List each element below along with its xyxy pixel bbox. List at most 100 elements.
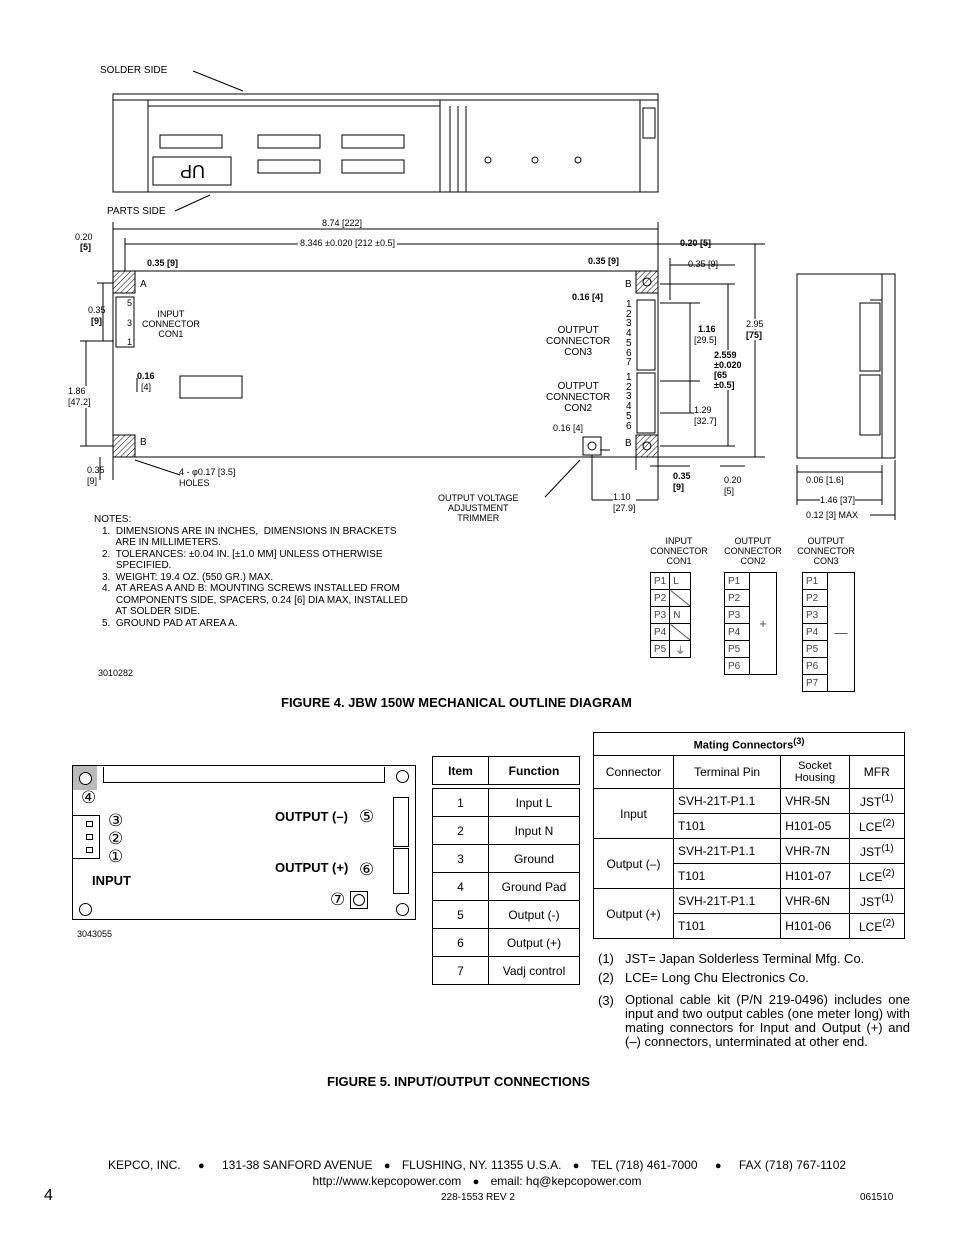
- note-line: 3. WEIGHT: 19.4 OZ. (550 GR.) MAX.: [102, 571, 274, 583]
- note-line: 2. TOLERANCES: ±0.04 IN. [±1.0 MM] UNLES…: [102, 548, 383, 560]
- output-plus-label: OUTPUT (+): [275, 860, 349, 875]
- dim-0-16-4: 0.16 [4]: [572, 292, 604, 302]
- item-cell: 5: [432, 900, 489, 929]
- mfr-sup: (1): [881, 843, 894, 854]
- item-cell: 7: [432, 956, 489, 985]
- col-mfr: MFR: [848, 755, 906, 789]
- function-cell: Ground Pad: [488, 872, 580, 901]
- drawing-number-fig4: 3010282: [98, 668, 134, 678]
- polarity-sign: +: [749, 572, 777, 675]
- dim-2-95-mm: [75]: [746, 330, 763, 340]
- pin3-label: 3: [127, 318, 133, 328]
- solder-side-label: SOLDER SIDE: [100, 65, 168, 76]
- pin-cell: P1: [724, 572, 750, 590]
- footnote-3: (3) Optional cable kit (P/N 219-0496) in…: [598, 993, 910, 1049]
- pin-cell: P2: [724, 589, 750, 607]
- dim-0-12: 0.12 [3] MAX: [806, 510, 859, 520]
- footer-address: 131-38 SANFORD AVENUE: [221, 1158, 373, 1172]
- corner-hole: [396, 903, 409, 916]
- pin-square: [86, 834, 93, 840]
- mfr-text: LCE: [859, 820, 883, 834]
- mfr-cell: LCE(2): [848, 863, 906, 889]
- mfr-text: JST: [860, 795, 882, 809]
- pin-cell: P2: [802, 589, 828, 607]
- input-label: INPUT: [92, 873, 131, 888]
- footer-tel: TEL (718) 461-7000: [590, 1158, 698, 1172]
- con3-pin-table: P1— P2 P3 P4 P5 P6 P7: [802, 572, 855, 692]
- con2-pin-table: P1+ P2 P3 P4 P5 P6: [724, 572, 777, 675]
- pin-function: N: [669, 606, 692, 624]
- area-b-right-top: B: [625, 279, 632, 290]
- footnote-text: JST= Japan Solderless Terminal Mfg. Co.: [625, 951, 865, 966]
- dim-0-35-bottom: 0.35 [9]: [87, 465, 105, 486]
- function-cell: Input L: [488, 788, 580, 817]
- mfr-cell: JST(1): [848, 888, 906, 914]
- dim-0-20a: 0.20: [75, 232, 93, 242]
- footnote-text: LCE= Long Chu Electronics Co.: [625, 970, 809, 985]
- item-cell: 6: [432, 928, 489, 957]
- callout-7: ⑦: [330, 890, 346, 909]
- output-con2-label: OUTPUT CONNECTOR CON2: [546, 381, 611, 414]
- dim-0-16-b-mm: [4]: [141, 382, 152, 392]
- drawing-number-fig5: 3043055: [77, 929, 113, 939]
- no-connect-mark: [669, 623, 692, 641]
- terminal-cell: T101: [672, 913, 782, 939]
- dim-0-35-r: 0.35 [9]: [673, 471, 691, 492]
- footer-fax: FAX (718) 767-1102: [738, 1158, 847, 1172]
- mfr-cell: LCE(2): [848, 813, 906, 839]
- footer-city: FLUSHING, NY. 11355 U.S.A.: [401, 1158, 562, 1172]
- trimmer-circle: [353, 894, 365, 906]
- mating-connectors-table: Mating Connectors(3) Connector Terminal …: [593, 732, 906, 939]
- mfr-sup: (2): [882, 918, 895, 929]
- note-line: SPECIFIED.: [102, 560, 172, 571]
- corner-hole: [79, 772, 92, 785]
- dim-2-95: 2.95: [746, 319, 764, 329]
- con3-title: OUTPUT CONNECTOR CON3: [797, 536, 855, 566]
- heatsink-bar: [103, 767, 385, 783]
- footer-line: KEPCO, INC. ● 131-38 SANFORD AVENUE ● FL…: [0, 1158, 954, 1172]
- mating-title: Mating Connectors(3): [593, 732, 905, 756]
- pin-cell: P3: [724, 606, 750, 624]
- note-line: COMPONENTS SIDE, SPACERS, 0.24 [6] DIA M…: [102, 594, 408, 606]
- mating-title-sup: (3): [793, 736, 805, 747]
- pin-cell: P2: [649, 589, 671, 607]
- mating-title-text: Mating Connectors: [693, 739, 794, 752]
- pin-square: [86, 847, 93, 853]
- group-output-minus: Output (–): [593, 838, 674, 889]
- pin-cell: P5: [649, 640, 671, 658]
- corner-hole: [396, 770, 409, 783]
- function-cell: Vadj control: [488, 956, 580, 985]
- note-line: 4. AT AREAS A AND B: MOUNTING SCREWS INS…: [102, 583, 400, 594]
- dim-8-346: 8.346 ±0.020 [212 ±0.5]: [298, 238, 397, 248]
- footnote-number: (1): [598, 951, 614, 966]
- document-date: 061510: [860, 1192, 894, 1203]
- footnote-number: (3): [598, 993, 614, 1008]
- trimmer-square: [350, 891, 368, 909]
- pin5-label: 5: [127, 298, 133, 308]
- function-cell: Output (+): [488, 928, 580, 957]
- dim-1-16: 1.16: [698, 324, 716, 334]
- note-line: AT SOLDER SIDE.: [102, 606, 200, 617]
- function-cell: Input N: [488, 816, 580, 845]
- item-cell: 1: [432, 788, 489, 817]
- footer-email-link[interactable]: email: hq@kepcopower.com: [490, 1174, 642, 1188]
- no-connect-mark: [669, 589, 692, 607]
- dim-1-10: 1.10 [27.9]: [613, 492, 636, 514]
- pin1-label: 1: [127, 337, 133, 347]
- pin-cell: P1: [649, 572, 671, 590]
- dim-2-559: 2.559 ±0.020 [65 ±0.5]: [714, 350, 742, 390]
- pin-cell: P5: [802, 640, 828, 658]
- footnote-number: (2): [598, 970, 614, 985]
- up-marker: UP: [180, 161, 206, 181]
- mfr-sup: (1): [881, 793, 894, 804]
- pin-cell: P4: [649, 623, 671, 641]
- mechanical-outline-drawing: [80, 70, 896, 520]
- footer-website-link[interactable]: http://www.kepcopower.com: [312, 1174, 462, 1188]
- area-a-label: A: [140, 279, 147, 290]
- bullet-icon: ●: [197, 1160, 205, 1172]
- dim-0-35-l-mm: [9]: [91, 316, 102, 326]
- callout-2: ②: [108, 829, 124, 848]
- terminal-cell: SVH-21T-P1.1: [672, 838, 782, 864]
